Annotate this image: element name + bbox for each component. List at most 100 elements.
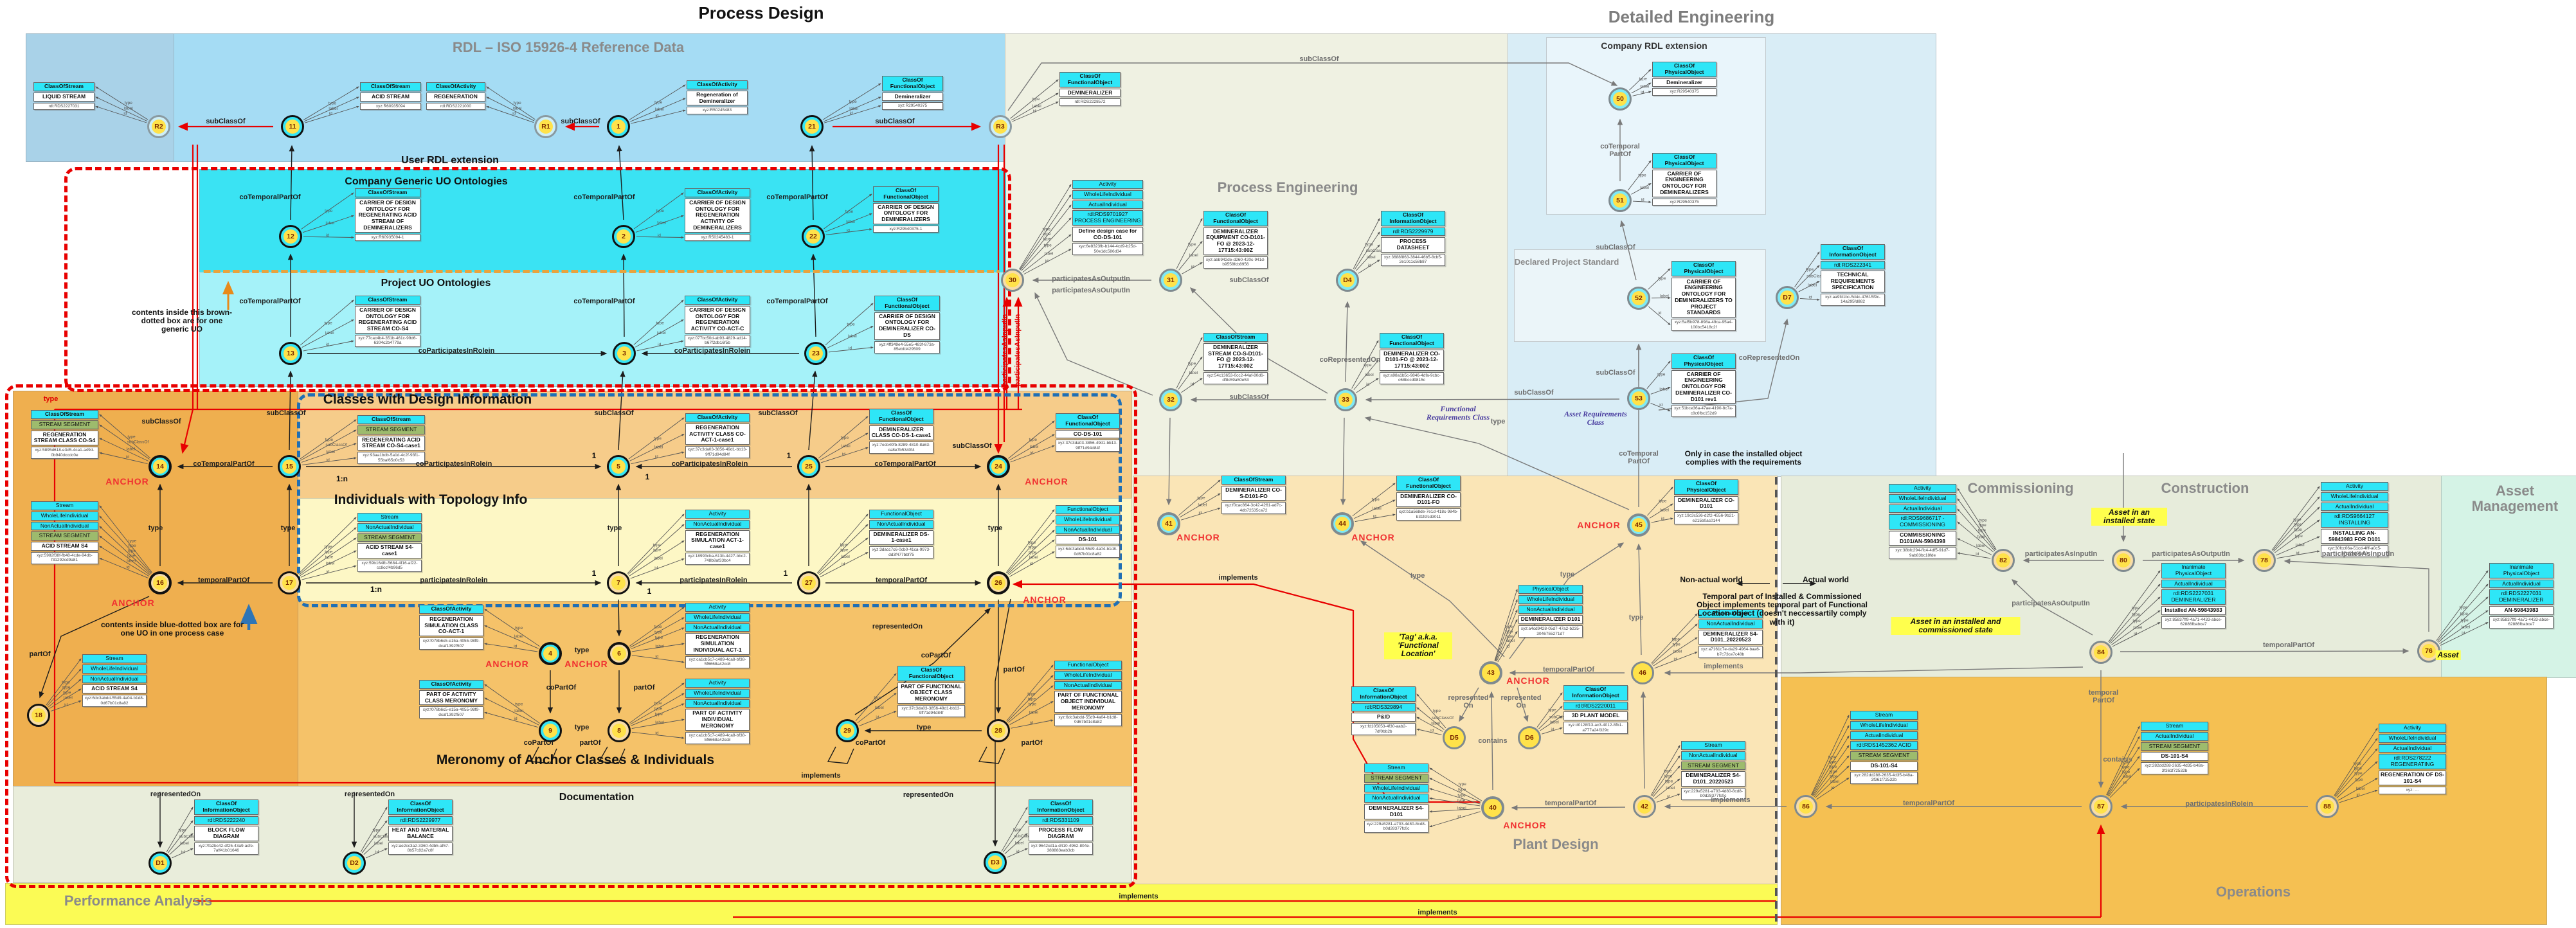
fan-label-52-0: type (1658, 276, 1666, 281)
box-label-45: DEMINERALIZER CO-D101 (1674, 495, 1738, 512)
node-15: 15 (278, 455, 301, 478)
box-type-15: ClassOfStream (357, 415, 425, 424)
fan-label-84-1: type (2132, 612, 2141, 617)
fan-label-33-1: label (1365, 373, 1374, 377)
box-type-45: ClassOf PhysicalObject (1674, 479, 1738, 495)
label-81: partOf (29, 650, 51, 658)
box-id-D1: xyz:7fa2bc42-df25-43a9-acfe-7aff41b01646 (194, 842, 258, 855)
fan-22-1 (825, 213, 872, 233)
fan-D3-1 (1002, 820, 1028, 853)
box-label-17: ACID STREAM S4-case1 (357, 543, 422, 558)
fan-15-2 (301, 443, 357, 463)
fan-label-84-2: type (2132, 619, 2141, 623)
node-id-11: 11 (285, 120, 300, 134)
node-id-76: 76 (2422, 644, 2436, 658)
fan-label-40-4: label (1457, 806, 1466, 810)
label-118: 1 (786, 451, 791, 460)
fan-D1-0 (166, 807, 194, 852)
node-id-3: 3 (617, 346, 631, 361)
box-type-50: ClassOf PhysicalObject (1652, 62, 1716, 77)
fan-50-2 (1632, 91, 1652, 96)
fan-50-1 (1631, 82, 1652, 94)
node-D4: D4 (1336, 269, 1359, 292)
fan-12-1 (302, 215, 354, 233)
label-103: implements (1418, 909, 1457, 916)
fan-label-52-1: label (1660, 294, 1669, 299)
box-type-82: Activity (1889, 484, 1956, 493)
fan-label-12-0: type (325, 209, 333, 213)
node-D6: D6 (1518, 726, 1541, 749)
fan-label-88-0: type (2354, 762, 2362, 766)
fan-label-82-4: label (1976, 544, 1985, 548)
box-type-76: Inanimate PhysicalObject (2489, 563, 2553, 578)
node-id-D5: D5 (1447, 731, 1461, 745)
box-type-29: ClassOf FunctionalObject (897, 666, 965, 681)
fan-label-28-3: label (1029, 710, 1038, 715)
box-type-7: NonActualIndividual (685, 519, 750, 529)
fan-53-1 (1650, 387, 1671, 395)
label-59: participatesInRolein (420, 576, 488, 584)
label-74: type (574, 724, 590, 731)
box-type-88: rdl:RDS278222 REGENERATING (2379, 754, 2446, 769)
node-id-40: 40 (1486, 801, 1500, 815)
box-label-7: REGENERATION SIMULATION ACT-1-case1 (685, 530, 750, 551)
node-87: 87 (2089, 795, 2112, 818)
fan-label-D1-1: subClassOf (179, 835, 201, 839)
edge-43 (616, 599, 622, 637)
fan-label-78-3: type (2295, 534, 2303, 539)
fan-label-87-2: type (2122, 770, 2130, 774)
box-label-D5: P&ID (1351, 713, 1416, 722)
node-31: 31 (1159, 269, 1182, 292)
fan-29-0 (855, 673, 897, 722)
box-type-2: ClassOfActivity (685, 188, 750, 197)
fan-24-1 (1009, 434, 1055, 461)
node-8: 8 (608, 719, 631, 742)
edge-73 (1360, 540, 1505, 657)
fan-label-17-2: type (325, 555, 334, 559)
box-type-6: NonActualIndividual (685, 623, 750, 632)
fan-label-28-4: id (1030, 720, 1033, 725)
label-68: temporal PartOf (2088, 689, 2119, 705)
box-type-18: WholeLifeIndividual (82, 664, 147, 674)
fan-label-6-1: type (654, 630, 663, 634)
fan-53-0 (1646, 361, 1671, 389)
box-id-50: xyz:R29540375 (1652, 88, 1716, 96)
fan-87-3 (2108, 756, 2140, 797)
fan-label-23-1: label (848, 334, 857, 339)
fan-6-0 (629, 607, 685, 647)
label-60: participatesInRolein (680, 576, 748, 584)
fan-9-1 (484, 697, 539, 726)
box-type-88: Activity (2379, 724, 2446, 733)
fan-label-D2-0: type (373, 828, 381, 832)
fan-16-2 (99, 526, 151, 575)
node-id-31: 31 (1164, 273, 1178, 287)
fan-label-7-3: id (654, 566, 658, 570)
label-23: Only in case the installed object compli… (1684, 449, 1803, 467)
fan-label-88-2: type (2354, 771, 2363, 776)
fan-label-4-1: label (514, 634, 523, 639)
fan-label-28-2: type (1029, 702, 1037, 707)
node-30: 30 (1001, 269, 1024, 292)
box-label-D4: PROCESS DATASHEET (1381, 237, 1445, 253)
fan-16-4 (99, 546, 150, 577)
fan-label-53-1: label (1659, 387, 1668, 391)
fan-1-2 (631, 109, 686, 124)
fan-D5-2 (1416, 717, 1443, 732)
fan-label-46-3: id (1674, 657, 1677, 661)
fan-label-42-2: type (1665, 779, 1673, 783)
fan-14-3 (99, 452, 148, 464)
node-14: 14 (149, 455, 172, 478)
fan-label-42-0: type (1664, 769, 1672, 774)
fan-30-0 (1019, 184, 1072, 270)
fan-label-42-1: type (1664, 774, 1673, 778)
node-4: 4 (539, 642, 562, 665)
node-40: 40 (1481, 796, 1504, 819)
fan-27-1 (817, 524, 869, 575)
